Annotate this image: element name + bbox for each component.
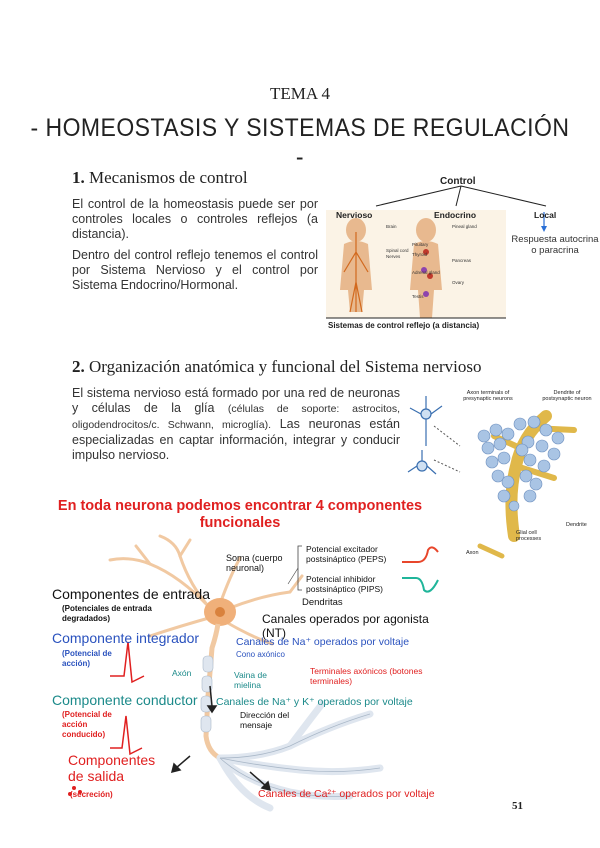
svg-text:Nerves: Nerves	[386, 254, 401, 259]
terminales-axonicos-label: Terminales axónicos (botones terminales)	[310, 666, 423, 686]
pips-label: Potencial inhibidor postsináptico (PIPS)	[306, 574, 384, 594]
section1-number: 1.	[72, 168, 85, 187]
direccion-mensaje-label: Dirección del mensaje	[240, 710, 290, 730]
svg-text:Pineal gland: Pineal gland	[452, 224, 477, 229]
endocrine-body-figure	[410, 218, 442, 318]
componente-integrador-sub: (Potencial de acción)	[62, 649, 112, 668]
control-figure-caption: Sistemas de control reflejo (a distancia…	[328, 321, 480, 330]
neuron-drawing	[68, 534, 439, 812]
section2-para-small: (células de soporte: astrocitos, oligode…	[72, 403, 401, 431]
control-label: Control	[440, 176, 476, 187]
svg-text:Thyroid: Thyroid	[412, 252, 428, 257]
svg-text:Testis: Testis	[412, 294, 424, 299]
neuron-figure-title-line1: En toda neurona podemos encontrar 4 comp…	[57, 498, 423, 514]
canales-na-k-label: Canales de Na⁺ y K⁺ operados por voltaje	[216, 696, 413, 708]
canales-agonista-label: Canales operados por agonista (NT)	[262, 612, 429, 640]
small-neuron-icons	[407, 396, 443, 475]
tema-label: TEMA 4	[270, 84, 330, 103]
endocrino-label: Endocrino	[434, 210, 477, 220]
section2-para-main: El sistema nervioso está formado por una…	[72, 386, 400, 415]
svg-text:Ovary: Ovary	[452, 280, 465, 285]
axon-terminals-label: Axon terminals of presynaptic neurons	[463, 390, 513, 402]
section1-title: Mecanismos de control	[89, 168, 248, 187]
dendritas-label: Dendritas	[302, 597, 343, 608]
section1-para1: El control de la homeostasis puede ser p…	[72, 197, 318, 241]
componentes-entrada-label: Componentes de entrada	[52, 586, 210, 602]
action-potential-spike-2	[110, 715, 143, 756]
canales-na-label: Canales de Na⁺ operados por voltaje	[236, 636, 410, 648]
cono-axonico-label: Cono axónico	[236, 650, 285, 659]
section2-number: 2.	[72, 357, 85, 376]
neuron-components-figure: En toda neurona podemos encontrar 4 comp…	[40, 496, 440, 818]
dendrite-of-label: Dendrite of postsynaptic neuron	[542, 390, 592, 402]
nervioso-label: Nervioso	[336, 210, 373, 220]
componentes-entrada-sub: (Potenciales de entrada degradados)	[62, 604, 152, 623]
section1-para2: Dentro del control reflejo tenemos el co…	[72, 248, 318, 292]
componente-conductor-sub: (Potencial de acción conducido)	[62, 710, 112, 739]
axon-label: Axón	[172, 668, 192, 678]
action-potential-spike-1	[110, 641, 145, 684]
axon-small-label: Axon	[466, 550, 479, 556]
svg-text:Spinal cord: Spinal cord	[386, 248, 409, 253]
neuron-figure-title-line2: funcionales	[199, 515, 281, 531]
peps-wave	[402, 546, 439, 563]
page-title: - HOMEOSTASIS Y SISTEMAS DE REGULACIÓN -	[30, 114, 570, 171]
svg-text:Brain: Brain	[386, 224, 397, 229]
synapse-figure: Axon terminals of presynaptic neurons De…	[404, 386, 598, 562]
section2-paragraph: El sistema nervioso está formado por una…	[72, 386, 400, 463]
dendrite-label: Dendrite	[566, 522, 587, 528]
componente-integrador-label: Componente integrador	[52, 630, 200, 646]
section2-para-rest: Las neuronas están especializadas en cap…	[72, 417, 400, 462]
section2-title: Organización anatómica y funcional del S…	[89, 357, 482, 376]
synapse-illustration	[407, 396, 577, 559]
peps-label: Potencial excitador postsináptico (PEPS)	[306, 544, 387, 564]
local-label: Local	[534, 210, 557, 220]
soma-label: Soma (cuerpo neuronal)	[226, 553, 283, 573]
section2-heading: 2. Organización anatómica y funcional de…	[72, 357, 481, 377]
section1-heading: 1. Mecanismos de control	[72, 168, 248, 188]
componentes-salida-label: Componentes de salida	[68, 752, 156, 784]
vaina-mielina-label: Vaina de mielina	[234, 670, 267, 690]
presynaptic-terminals	[477, 415, 565, 512]
control-figure: Brain Spinal cord Nerves Pineal gland Pi…	[326, 172, 599, 334]
page-number: 51	[512, 800, 523, 812]
pips-wave	[402, 577, 439, 593]
componentes-salida-sub: (secreción)	[70, 790, 113, 799]
control-diagram: Brain Spinal cord Nerves Pineal gland Pi…	[326, 185, 547, 319]
svg-text:Pancreas: Pancreas	[452, 258, 472, 263]
svg-text:Pituitary: Pituitary	[412, 242, 429, 247]
svg-text:Adrenal gland: Adrenal gland	[412, 270, 440, 275]
local-response-text: Respuesta autocrina o paracrina	[511, 234, 599, 256]
nervous-body-figure	[340, 218, 372, 313]
componente-conductor-label: Componente conductor	[52, 692, 198, 708]
canales-ca-label: Canales de Ca²⁺ operados por voltaje	[258, 788, 435, 800]
glial-label: Glial cell processes	[516, 530, 542, 542]
neuron-figure-title: En toda neurona podemos encontrar 4 comp…	[40, 498, 440, 532]
